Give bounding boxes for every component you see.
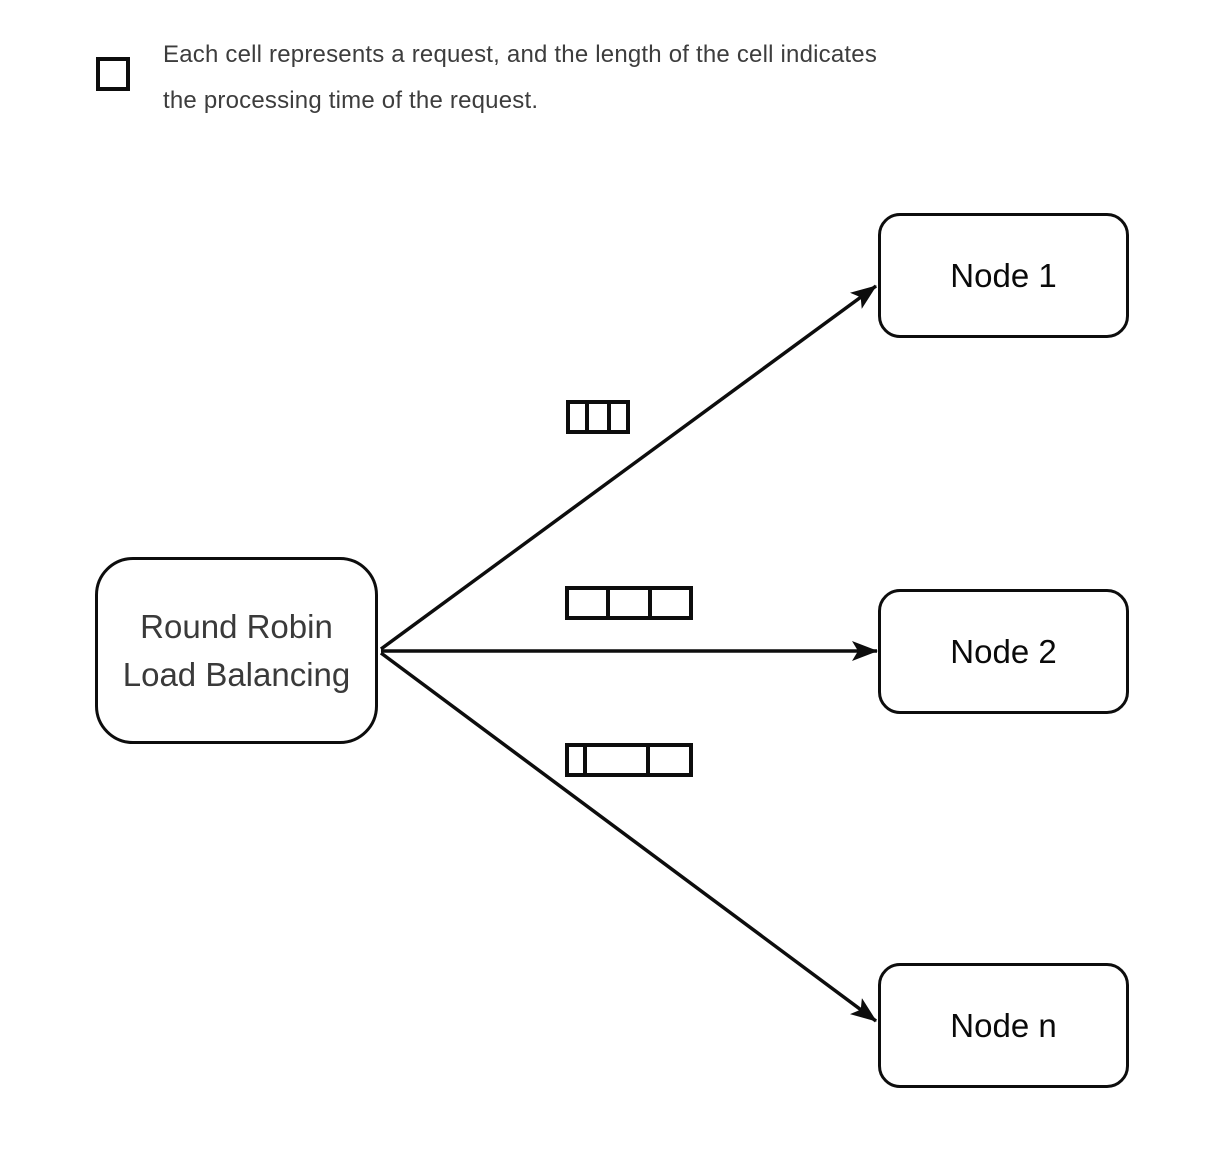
arrow-to-node-n	[379, 651, 878, 1023]
request-cell	[609, 400, 630, 434]
request-cell	[565, 586, 608, 620]
request-cell	[587, 400, 609, 434]
node-n-box: Node n	[878, 963, 1129, 1088]
cell-legend-icon	[96, 57, 130, 91]
legend: Each cell represents a request, and the …	[163, 32, 877, 124]
load-balancer-label-line-1: Round Robin	[140, 607, 333, 645]
request-cell	[650, 586, 693, 620]
request-cells-node-n	[565, 743, 693, 777]
legend-line-2: the processing time of the request.	[163, 87, 539, 114]
legend-line-1: Each cell represents a request, and the …	[163, 41, 878, 68]
node-2-label: Node 2	[950, 632, 1057, 670]
node-2-box: Node 2	[878, 589, 1129, 714]
node-n-label: Node n	[950, 1006, 1057, 1044]
request-cell	[648, 743, 693, 777]
request-cell	[585, 743, 648, 777]
load-balancer-box: Round Robin Load Balancing	[95, 557, 378, 744]
node-1-label: Node 1	[950, 256, 1057, 294]
request-cells-node-2	[565, 586, 693, 620]
request-cell	[608, 586, 650, 620]
node-1-box: Node 1	[878, 213, 1129, 338]
request-cells-node-1	[566, 400, 630, 434]
request-cell	[565, 743, 585, 777]
load-balancer-label-line-2: Load Balancing	[122, 655, 351, 693]
request-cell	[566, 400, 587, 434]
